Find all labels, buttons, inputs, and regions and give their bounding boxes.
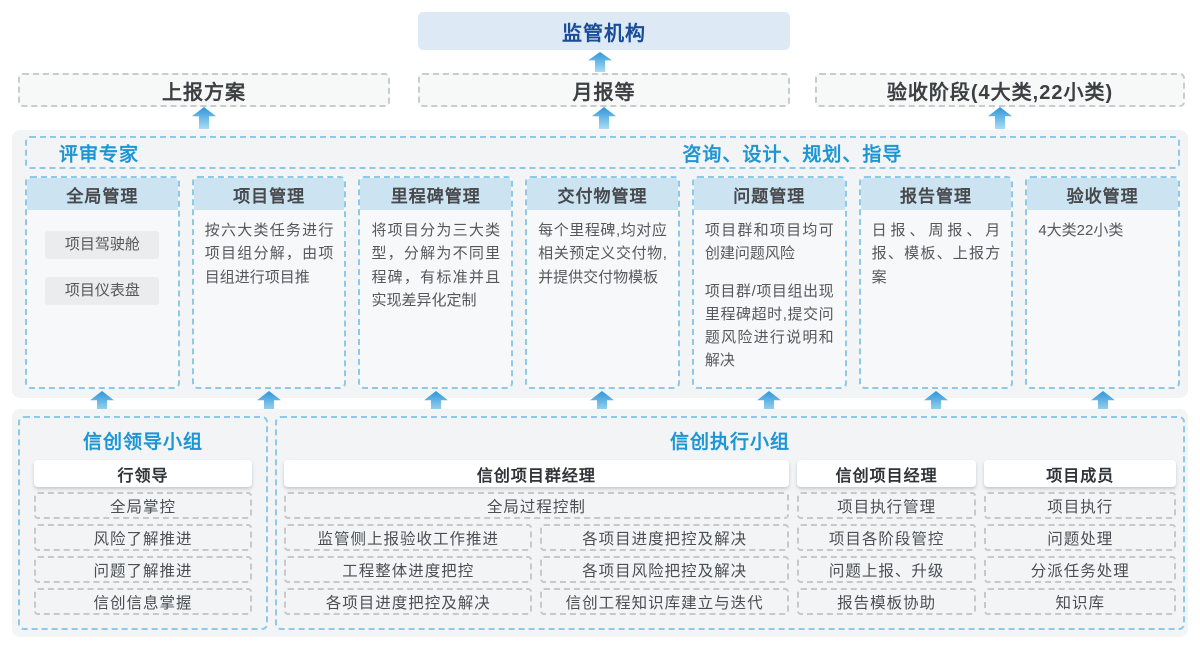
up-arrow-icon: [988, 107, 1012, 129]
duty-item: 监管侧上报验收工作推进: [284, 524, 533, 551]
duty-item: 工程整体进度把控: [284, 556, 533, 583]
duty-item: 项目执行管理: [796, 492, 977, 519]
duty-item: 全局掌控: [34, 492, 252, 519]
duty-item: 问题处理: [984, 524, 1176, 551]
execution-group-box: 信创执行小组 信创项目群经理 全局过程控制 监管侧上报验收工作推进 各项目进度把…: [275, 416, 1185, 630]
column-acceptance-management: 验收管理 4大类22小类: [1025, 176, 1181, 389]
duty-item: 知识库: [984, 588, 1176, 615]
column-project-management: 项目管理 按六大类任务进行项目组分解，由项目组进行项目推: [191, 176, 347, 389]
column-title: 全局管理: [27, 178, 178, 210]
leadership-group-title: 信创领导小组: [82, 431, 203, 453]
experts-header-bar: 评审专家 咨询、设计、规划、指导: [25, 136, 1180, 169]
column-title: 问题管理: [693, 178, 845, 210]
column-body: 项目群和项目均可创建问题风险 项目群/项目组出现里程碑超时,提交问题风险进行说明…: [694, 210, 845, 387]
report-box-plan: 上报方案: [18, 73, 390, 107]
column-title: 报告管理: [860, 178, 1012, 210]
platform-section: 评审专家 咨询、设计、规划、指导 全局管理 项目驾驶舱 项目仪表盘 项目管理 按…: [12, 130, 1188, 398]
review-experts-label: 评审专家: [59, 144, 140, 165]
leadership-group-box: 信创领导小组 行领导 全局掌控 风险了解推进 问题了解推进 信创信息掌握: [18, 416, 268, 630]
feature-pill: 项目仪表盘: [45, 277, 160, 305]
up-arrow-icon: [592, 107, 616, 129]
column-body: 日报、周报、月报、模板、上报方案: [871, 222, 1001, 286]
column-body: 项目驾驶舱 项目仪表盘: [27, 210, 178, 320]
feature-pill: 项目驾驶舱: [45, 231, 160, 259]
column-body: 将项目分为三大类型，分解为不同里程碑，有标准并且实现差异化定制: [371, 222, 501, 309]
column-title: 交付物管理: [527, 178, 678, 210]
column-body: 按六大类任务进行项目组分解，由项目组进行项目推: [204, 222, 334, 286]
role-pill-program-manager: 信创项目群经理: [284, 460, 789, 487]
project-manager-column: 信创项目经理 项目执行管理 项目各阶段管控 问题上报、升级 报告模板协助: [796, 453, 977, 615]
up-arrow-icon: [588, 52, 612, 72]
column-paragraph: 项目群和项目均可创建问题风险: [704, 222, 834, 263]
project-member-column: 项目成员 项目执行 问题处理 分派任务处理 知识库: [984, 453, 1176, 615]
duty-item: 信创信息掌握: [34, 588, 252, 615]
duty-item: 各项目进度把控及解决: [540, 524, 789, 551]
column-paragraph: 项目群/项目组出现里程碑超时,提交问题风险进行说明和解决: [704, 282, 834, 370]
duty-item: 项目各阶段管控: [796, 524, 977, 551]
duty-item: 各项目风险把控及解决: [540, 556, 789, 583]
column-body: 每个里程碑,均对应相关预定义交付物,并提供交付物模板: [538, 222, 667, 286]
duty-item: 报告模板协助: [796, 588, 977, 615]
report-box-monthly: 月报等: [418, 73, 790, 107]
program-manager-column: 信创项目群经理 全局过程控制 监管侧上报验收工作推进 各项目进度把控及解决 工程…: [284, 453, 789, 615]
execution-group-title: 信创执行小组: [669, 431, 790, 453]
duty-item: 信创工程知识库建立与迭代: [540, 588, 789, 615]
regulator-box: 监管机构: [418, 12, 790, 50]
duty-item: 分派任务处理: [984, 556, 1176, 583]
duty-item: 风险了解推进: [34, 524, 252, 551]
role-pill-project-member: 项目成员: [984, 460, 1176, 487]
column-milestone-management: 里程碑管理 将项目分为三大类型，分解为不同里程碑，有标准并且实现差异化定制: [358, 176, 514, 389]
role-pill-bank-leaders: 行领导: [34, 460, 252, 487]
duty-item: 全局过程控制: [284, 492, 789, 519]
teams-section: 信创领导小组 行领导 全局掌控 风险了解推进 问题了解推进 信创信息掌握 信创执…: [12, 409, 1188, 637]
report-box-acceptance: 验收阶段(4大类,22小类): [815, 73, 1185, 107]
column-issue-management: 问题管理 项目群和项目均可创建问题风险 项目群/项目组出现里程碑超时,提交问题风…: [691, 176, 847, 389]
consulting-label: 咨询、设计、规划、指导: [682, 144, 903, 165]
column-report-management: 报告管理 日报、周报、月报、模板、上报方案: [858, 176, 1014, 389]
column-deliverable-management: 交付物管理 每个里程碑,均对应相关预定义交付物,并提供交付物模板: [525, 176, 680, 389]
duty-item: 问题上报、升级: [796, 556, 977, 583]
duty-item: 问题了解推进: [34, 556, 252, 583]
column-title: 验收管理: [1027, 178, 1179, 210]
management-columns: 全局管理 项目驾驶舱 项目仪表盘 项目管理 按六大类任务进行项目组分解，由项目组…: [25, 176, 1181, 389]
role-pill-project-manager: 信创项目经理: [796, 460, 977, 487]
up-arrow-icon: [192, 107, 216, 129]
duty-item: 项目执行: [984, 492, 1176, 519]
execution-columns: 信创项目群经理 全局过程控制 监管侧上报验收工作推进 各项目进度把控及解决 工程…: [284, 453, 1176, 615]
column-title: 项目管理: [193, 178, 345, 210]
program-manager-duties-grid: 监管侧上报验收工作推进 各项目进度把控及解决 工程整体进度把控 各项目风险把控及…: [284, 519, 789, 615]
duty-item: 各项目进度把控及解决: [284, 588, 533, 615]
column-global-management: 全局管理 项目驾驶舱 项目仪表盘: [25, 176, 180, 389]
column-body: 4大类22小类: [1038, 222, 1124, 239]
column-title: 里程碑管理: [360, 178, 512, 210]
